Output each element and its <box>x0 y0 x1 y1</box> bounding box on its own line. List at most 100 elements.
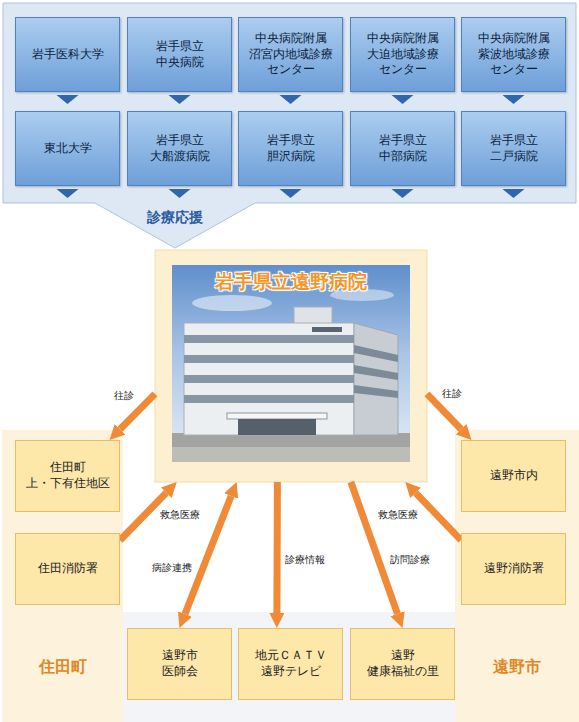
text-line: 岩手県立 <box>156 39 204 55</box>
text-line: 健康福祉の里 <box>367 664 439 680</box>
text-line: 診療応援 <box>147 209 203 226</box>
text-line: 医師会 <box>162 664 198 680</box>
text-line: 中央病院 <box>156 55 204 71</box>
flow-triangle <box>392 189 414 198</box>
box-label: 東北大学 <box>44 141 92 157</box>
text-line: 中央病院附属 <box>367 31 439 47</box>
photo-windows <box>354 365 398 380</box>
text-line: 沼宮内地域診療 <box>249 47 333 63</box>
box-label: 遠野市 医師会 <box>162 648 198 679</box>
text-line: 紫波地域診療 <box>478 47 550 63</box>
institution-box: 岩手医科大学 <box>15 17 120 92</box>
text-line: 遠野市内 <box>490 468 538 484</box>
region-ground <box>2 430 123 722</box>
text-line: 岩手県立 <box>150 133 210 149</box>
text-line: 地元ＣＡＴＶ <box>255 648 327 664</box>
institution-box: 中央病院附属 沼宮内地域診療 センター <box>238 17 343 92</box>
arrow-label: 診療情報 <box>283 554 327 566</box>
arrow-label: 病診連携 <box>150 562 194 574</box>
box-label: 住田町 上・下有住地区 <box>26 460 110 491</box>
box-label: 遠野消防署 <box>484 561 544 577</box>
flow-triangle <box>280 189 302 198</box>
text-line: 岩手県立 <box>267 133 315 149</box>
bottom-ground <box>123 612 455 722</box>
facility-box: 住田消防署 <box>15 533 120 605</box>
text-line: 遠野消防署 <box>484 561 544 577</box>
hospital-title: 岩手県立遠野病院 <box>155 270 427 293</box>
text-line: センター <box>249 62 333 78</box>
institution-box: 中央病院附属 紫波地域診療 センター <box>461 17 566 92</box>
support-panel-shape <box>3 3 576 248</box>
photo-sign <box>312 327 342 332</box>
text-line: 二戸病院 <box>490 149 538 165</box>
photo-sky <box>172 265 410 462</box>
box-label: 岩手県立 胆沢病院 <box>267 133 315 164</box>
text-line: 大迫地域診療 <box>367 47 439 63</box>
institution-box: 東北大学 <box>15 111 120 186</box>
photo-windows <box>184 355 354 363</box>
arrow-label: 往診 <box>440 388 464 400</box>
box-label: 遠野市内 <box>490 468 538 484</box>
text-line: 遠野市 <box>162 648 198 664</box>
flow-triangle <box>392 95 414 104</box>
box-label: 岩手県立 中央病院 <box>156 39 204 70</box>
flow-triangle <box>503 189 525 198</box>
hospital-photo <box>172 265 410 462</box>
flow-triangle <box>503 95 525 104</box>
text-line: 遠野 <box>367 648 439 664</box>
photo-windows <box>184 395 354 403</box>
institution-box: 中央病院附属 大迫地域診療 センター <box>350 17 455 92</box>
photo-ground <box>172 433 410 462</box>
photo-building <box>184 323 354 435</box>
arrow-label: 救急医療 <box>376 509 420 521</box>
facility-box: 遠野 健康福祉の里 <box>350 628 455 700</box>
region-area: 遠野市 遠野市内遠野消防署 <box>455 430 579 722</box>
facility-box: 住田町 上・下有住地区 <box>15 440 120 512</box>
flow-triangle <box>169 189 191 198</box>
flow-arrow <box>416 493 461 540</box>
flow-triangle <box>280 95 302 104</box>
box-label: 岩手県立 二戸病院 <box>490 133 538 164</box>
region-area: 住田町住田町 上・下有住地区住田消防署 <box>2 430 123 722</box>
text-line: 住田町 <box>39 657 87 677</box>
arrow-label: 往診 <box>112 390 136 402</box>
text-line: 住田町 <box>26 460 110 476</box>
photo-road <box>172 447 410 462</box>
box-label: 遠野 健康福祉の里 <box>367 648 439 679</box>
arrow-label: 救急医療 <box>158 509 202 521</box>
photo-windows <box>354 345 398 362</box>
photo-windows <box>354 385 398 398</box>
photo-roof <box>294 307 332 325</box>
box-label: 住田消防署 <box>38 561 98 577</box>
box-label: 中央病院附属 大迫地域診療 センター <box>367 31 439 78</box>
text-line: センター <box>478 62 550 78</box>
text-line: 遠野テレビ <box>255 664 327 680</box>
text-line: 胆沢病院 <box>267 149 315 165</box>
facility-box: 遠野市内 <box>461 440 566 512</box>
text-line: 岩手県立 <box>379 133 427 149</box>
region-ground <box>455 430 579 722</box>
photo-cloud <box>192 295 272 311</box>
institution-box: 岩手県立 大船渡病院 <box>127 111 232 186</box>
region-label: 住田町 <box>39 657 87 677</box>
box-label: 岩手医科大学 <box>32 47 104 63</box>
institution-box: 岩手県立 中部病院 <box>350 111 455 186</box>
hospital-ground <box>155 250 427 482</box>
facility-box: 遠野市 医師会 <box>127 628 232 700</box>
text-line: 遠野市 <box>493 657 541 677</box>
support-panel: 診療応援岩手医科大学岩手県立 中央病院中央病院附属 沼宮内地域診療 センター中央… <box>3 3 576 249</box>
region-label: 遠野市 <box>493 657 541 677</box>
box-label: 中央病院附属 沼宮内地域診療 センター <box>249 31 333 78</box>
text-line: 住田消防署 <box>38 561 98 577</box>
text-line: 岩手医科大学 <box>32 47 104 63</box>
flow-triangle <box>169 95 191 104</box>
text-line: 東北大学 <box>44 141 92 157</box>
text-line: 岩手県立遠野病院 <box>155 270 427 293</box>
box-label: 中央病院附属 紫波地域診療 センター <box>478 31 550 78</box>
text-line: センター <box>367 62 439 78</box>
facility-box: 地元ＣＡＴＶ 遠野テレビ <box>238 628 343 700</box>
text-line: 岩手県立 <box>490 133 538 149</box>
institution-box: 岩手県立 二戸病院 <box>461 111 566 186</box>
